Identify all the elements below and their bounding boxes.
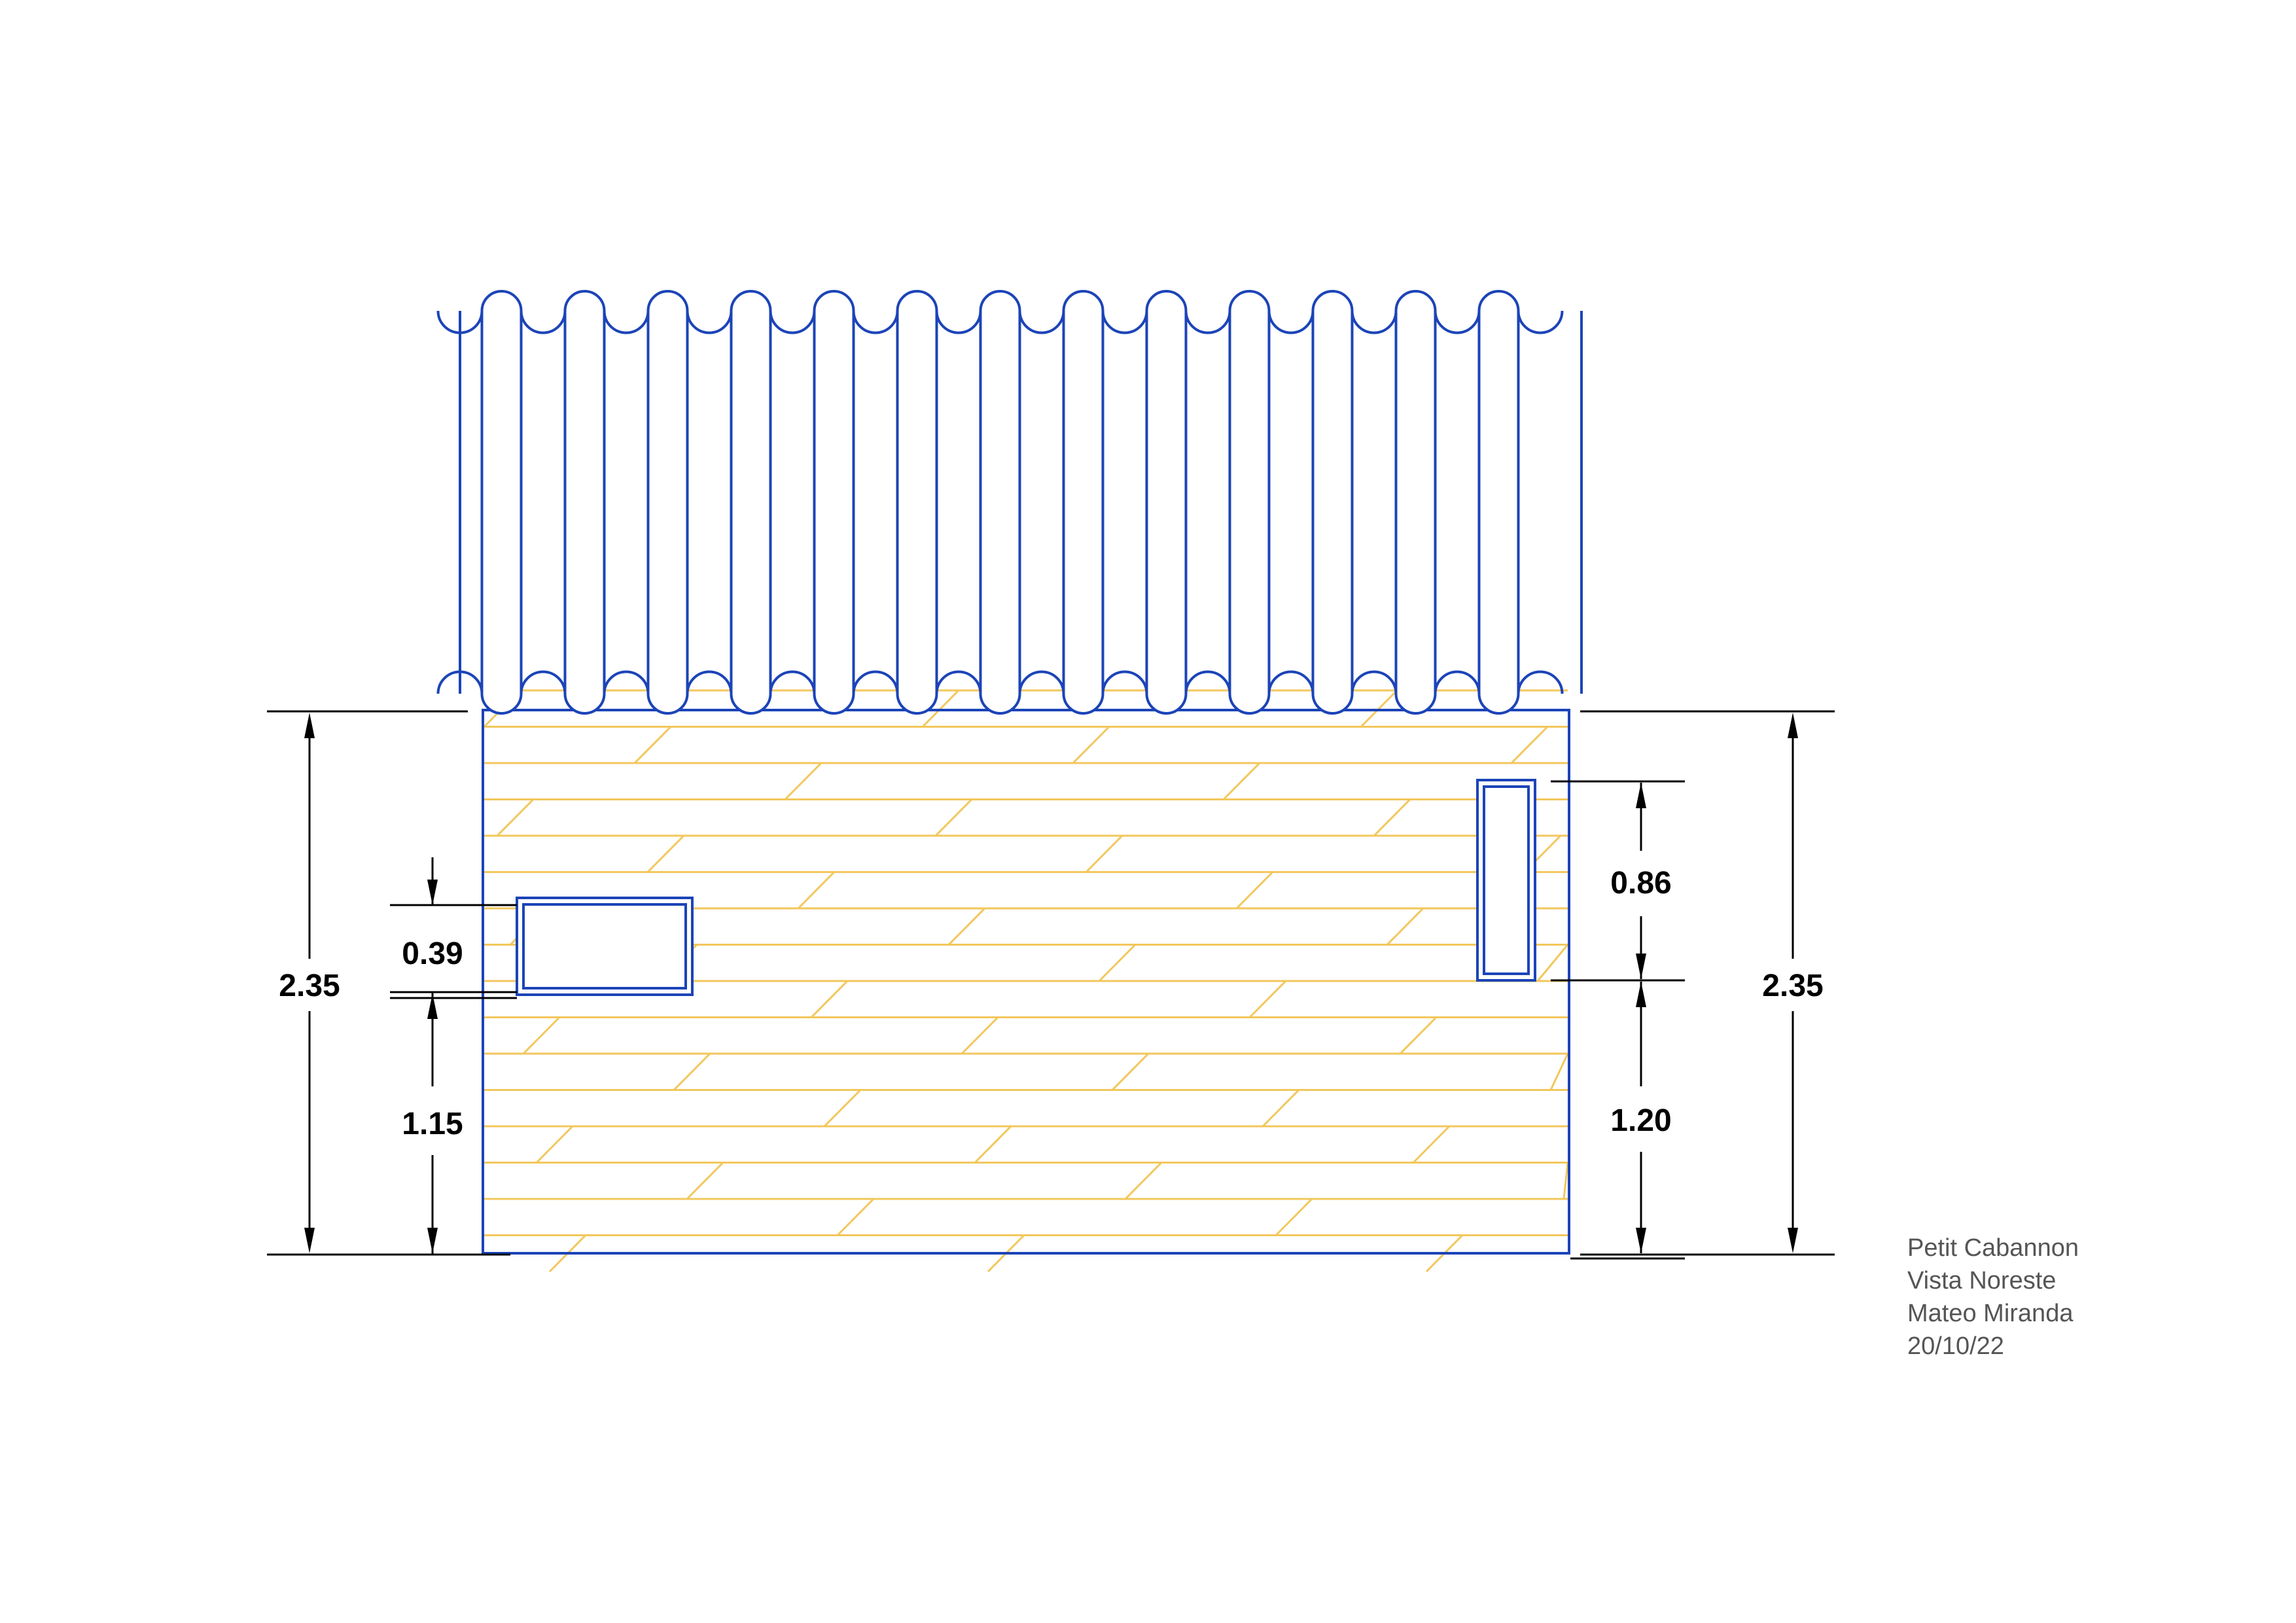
siding-joint-line — [921, 689, 960, 728]
roof-rib — [646, 290, 689, 715]
roof-rib — [563, 290, 606, 715]
roof-rib — [1145, 290, 1188, 715]
siding-joint-line — [1563, 1162, 1569, 1200]
left-window — [516, 897, 694, 996]
roof-valley-bottom — [852, 670, 899, 694]
roof-valley-bottom — [769, 670, 816, 694]
dim-left-window-sill: 1.15 — [402, 1107, 463, 1141]
siding-joint-line — [1248, 980, 1287, 1018]
roof-valley-top — [1517, 310, 1564, 334]
roof-valley-bottom — [686, 670, 733, 694]
roof-rib — [480, 290, 523, 715]
siding-joint-line — [961, 1016, 999, 1055]
roof-valley-top — [1434, 310, 1481, 334]
siding-joint-line — [836, 1198, 875, 1236]
dimension-lines — [267, 710, 1835, 1260]
roof-rib — [1062, 290, 1104, 715]
roof-valley-top — [935, 310, 982, 334]
dim-left-total-height: 2.35 — [279, 969, 340, 1003]
siding-joint-line — [522, 1016, 561, 1055]
siding-joint-line — [1235, 871, 1274, 910]
roof-rib — [730, 290, 772, 715]
roof-rib — [896, 290, 938, 715]
siding-joint-line — [496, 798, 535, 837]
dim-left-window-height: 0.39 — [402, 936, 463, 971]
siding-joint-line — [1373, 798, 1411, 837]
siding-joint-line — [1098, 944, 1137, 982]
siding-joint-line — [1536, 944, 1569, 982]
dim-right-window-height: 0.86 — [1610, 866, 1671, 901]
siding-joint-line — [646, 834, 685, 873]
siding-joint-line — [1510, 726, 1549, 764]
drawing-date: 20/10/22 — [1907, 1332, 2004, 1360]
roof-rib — [1311, 290, 1354, 715]
roof-rib — [979, 290, 1021, 715]
siding-joint-line — [1072, 726, 1110, 764]
view-name: Vista Noreste — [1907, 1267, 2057, 1294]
roof-valley-bottom — [603, 670, 650, 694]
wall-outline — [482, 709, 1570, 1255]
dim-right-total-height: 2.35 — [1762, 969, 1823, 1003]
roof-rib — [813, 290, 855, 715]
roof-valley-bottom — [935, 670, 982, 694]
siding-joint-line — [633, 726, 672, 764]
title-block: Petit Cabannon Vista Noreste Mateo Miran… — [1907, 1232, 2079, 1363]
siding-joint-line — [823, 1089, 862, 1128]
siding-joint-line — [797, 871, 836, 910]
siding-joint-line — [947, 907, 986, 946]
roof-valley-bottom — [1267, 670, 1315, 694]
siding-joint-line — [1360, 689, 1398, 728]
siding-joint-line — [535, 1125, 574, 1164]
siding-joint-line — [934, 798, 973, 837]
siding-joint-line — [784, 762, 822, 800]
siding-joint-line — [1412, 1125, 1451, 1164]
siding-joint-line — [1386, 907, 1424, 946]
siding-joint-line — [1222, 762, 1261, 800]
siding-joint-line — [673, 1052, 711, 1091]
siding-joint-line — [1262, 1089, 1300, 1128]
author-name: Mateo Miranda — [1907, 1300, 2074, 1327]
siding-joint-line — [1399, 1016, 1438, 1055]
roof-valley-top — [1101, 310, 1148, 334]
roof-rib — [1394, 290, 1437, 715]
siding-joint-line — [1124, 1162, 1163, 1200]
roof-valley-top — [603, 310, 650, 334]
roof-valley-bottom — [1018, 670, 1065, 694]
roof-valley-top — [852, 310, 899, 334]
corrugated-roof — [436, 290, 1583, 715]
roof-rib — [1477, 290, 1520, 715]
roof-valley-top — [1184, 310, 1231, 334]
siding-joint-line — [686, 1162, 724, 1200]
wood-siding-hatch — [483, 689, 1569, 1273]
roof-valley-top — [1018, 310, 1065, 334]
roof-valley-bottom — [1351, 670, 1398, 694]
roof-valley-top — [1351, 310, 1398, 334]
siding-joint-line — [1275, 1198, 1313, 1236]
roof-valley-bottom — [520, 670, 567, 694]
siding-joint-line — [810, 980, 849, 1018]
roof-valley-top — [769, 310, 816, 334]
roof-rib — [1228, 290, 1271, 715]
roof-valley-bottom — [1184, 670, 1231, 694]
roof-valley-bottom — [1517, 670, 1564, 694]
siding-joint-line — [974, 1125, 1012, 1164]
dim-right-window-sill: 1.20 — [1610, 1103, 1671, 1138]
roof-valley-top — [1267, 310, 1315, 334]
roof-valley-bottom — [1101, 670, 1148, 694]
siding-joint-line — [1549, 1053, 1569, 1091]
siding-joint-line — [1111, 1052, 1150, 1091]
right-window — [1476, 779, 1536, 982]
siding-joint-line — [1085, 834, 1123, 873]
roof-valley-bottom — [1434, 670, 1481, 694]
project-name: Petit Cabannon — [1907, 1234, 2079, 1262]
roof-valley-top — [686, 310, 733, 334]
roof-valley-top — [520, 310, 567, 334]
